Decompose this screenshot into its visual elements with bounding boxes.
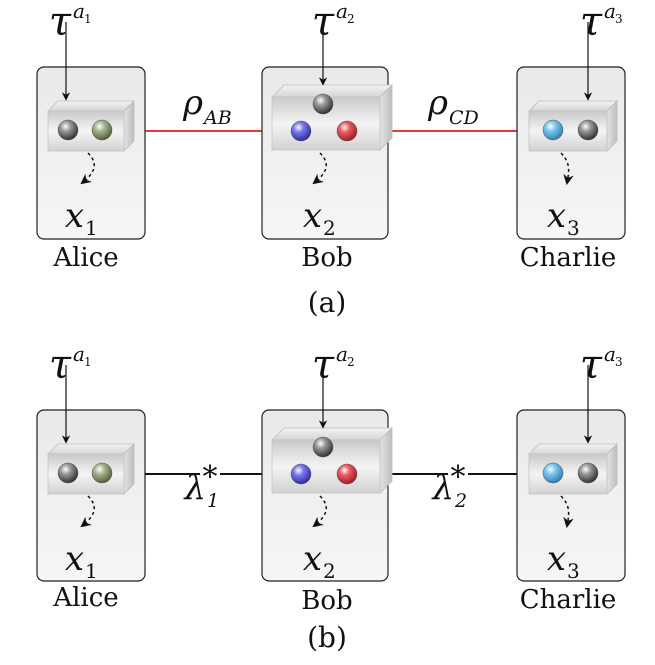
input-symbol: τ <box>49 0 72 45</box>
panel-caption: (b) <box>307 621 347 654</box>
input-symbol: τ <box>312 0 335 45</box>
link-symbol-subscript: CD <box>449 107 479 129</box>
party-name: Bob <box>301 586 352 616</box>
input-superscript-subscript: 2 <box>347 12 355 26</box>
input-superscript-subscript: 3 <box>615 355 623 369</box>
input-superscript: a <box>73 0 85 23</box>
alice-ball-gray-icon <box>57 119 79 141</box>
party-name: Alice <box>52 243 118 273</box>
output-arrow-icon <box>312 152 327 185</box>
bob-ball-gray-icon <box>312 93 334 115</box>
bob-ball-red-icon <box>336 120 358 142</box>
party-name: Charlie <box>520 585 617 615</box>
input-symbol: τ <box>312 342 335 388</box>
charlie-ball-cyan-icon <box>542 119 564 141</box>
input-superscript-subscript: 1 <box>84 355 92 369</box>
measurement-box <box>271 84 393 151</box>
measurement-box <box>528 443 618 495</box>
measurement-box <box>47 100 135 152</box>
link-symbol-subscript: 1 <box>207 490 219 512</box>
output-arrow-icon <box>312 495 327 528</box>
output-subscript: 3 <box>567 216 580 240</box>
output-symbol: x <box>303 196 322 236</box>
party-name: Alice <box>52 583 118 613</box>
input-superscript: a <box>604 0 616 23</box>
output-subscript: 2 <box>323 216 336 240</box>
measurement-box <box>47 443 135 495</box>
link-symbol-subscript: AB <box>202 107 232 129</box>
input-superscript-subscript: 3 <box>615 12 623 26</box>
source-star-icon: * <box>203 460 218 495</box>
input-superscript: a <box>336 342 348 366</box>
input-symbol: τ <box>49 342 72 388</box>
party-card <box>516 409 626 582</box>
party-card <box>36 66 146 240</box>
output-arrow-icon <box>80 152 95 185</box>
alice-ball-green-icon <box>91 119 113 141</box>
output-arrow-icon <box>80 495 95 528</box>
output-subscript: 1 <box>85 559 98 583</box>
charlie-ball-gray-icon <box>577 119 599 141</box>
input-superscript: a <box>604 342 616 366</box>
input-superscript-subscript: 1 <box>84 12 92 26</box>
output-symbol: x <box>65 539 84 579</box>
link-symbol: λ <box>430 468 454 508</box>
party-name: Charlie <box>520 243 617 273</box>
output-subscript: 2 <box>323 559 336 583</box>
bob-ball-blue-icon <box>290 120 312 142</box>
input-superscript: a <box>336 0 348 23</box>
source-star-icon: * <box>451 460 466 495</box>
alice-ball-green-icon <box>91 462 113 484</box>
output-subscript: 1 <box>85 216 98 240</box>
output-subscript: 3 <box>567 559 580 583</box>
output-symbol: x <box>303 539 322 579</box>
input-symbol: τ <box>580 0 603 45</box>
output-symbol: x <box>65 196 84 236</box>
panel-caption: (a) <box>308 286 347 319</box>
output-symbol: x <box>547 196 566 236</box>
link-symbol: λ <box>182 468 206 508</box>
party-card <box>516 66 626 240</box>
input-superscript-subscript: 2 <box>347 355 355 369</box>
alice-ball-gray-icon <box>57 462 79 484</box>
output-symbol: x <box>547 539 566 579</box>
measurement-box <box>271 427 393 494</box>
input-superscript: a <box>73 342 85 366</box>
party-name: Bob <box>301 243 352 273</box>
charlie-ball-cyan-icon <box>542 462 564 484</box>
bob-ball-blue-icon <box>290 463 312 485</box>
measurement-box <box>528 100 618 152</box>
link-symbol-subscript: 2 <box>454 490 467 512</box>
link-symbol: ρ <box>182 83 203 123</box>
link-symbol: ρ <box>427 83 448 123</box>
bob-ball-red-icon <box>336 463 358 485</box>
input-symbol: τ <box>580 342 603 388</box>
party-card <box>36 409 146 582</box>
bob-ball-gray-icon <box>312 436 334 458</box>
charlie-ball-gray-icon <box>577 462 599 484</box>
